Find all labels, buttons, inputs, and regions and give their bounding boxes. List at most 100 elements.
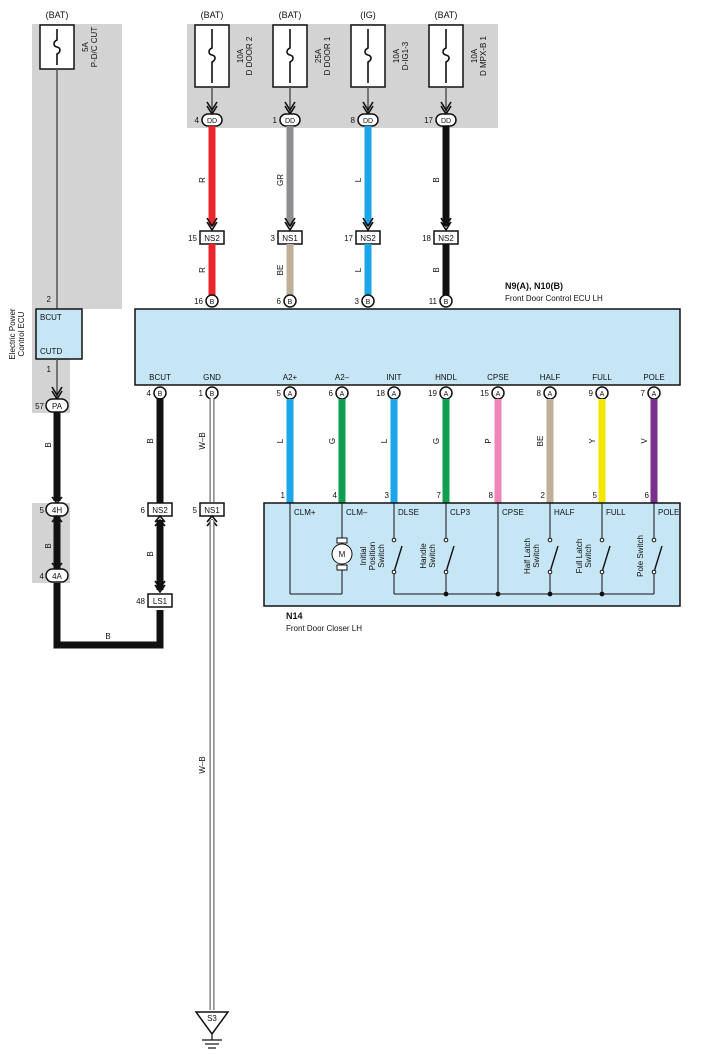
power-ecu-name-1: Electric Power (8, 308, 17, 359)
switch-0-contact-bottom (391, 569, 397, 575)
fuse-0-source: (BAT) (201, 10, 224, 20)
power-ecu-name-2: Control ECU (17, 311, 26, 356)
upper-wire-2-code: L (354, 177, 363, 182)
ecu-pin-7-number: 8 (537, 389, 542, 398)
ecu-pin-9-label: POLE (643, 373, 664, 382)
fuse-3-connector-label: DD (441, 118, 451, 125)
bcut-code-1: B (146, 438, 155, 443)
bus-junction-2 (547, 591, 553, 597)
closer-pin-1-label: CLM– (346, 508, 368, 517)
ecu-pin-7-label: HALF (540, 373, 561, 382)
ecu-pin-1-number: 1 (199, 389, 204, 398)
ecu-pin-8-label: FULL (592, 373, 612, 382)
pa-connector-label: PA (52, 402, 63, 411)
ecu-pin-0-number: 4 (147, 389, 152, 398)
ecu-top-3-conn: B (444, 299, 449, 306)
left-fuse-rating: 5A (81, 41, 90, 51)
fuse-3-arrow (440, 101, 452, 112)
upper-wire-2-lower-code: L (354, 267, 363, 272)
closer-pin-5-number: 2 (541, 491, 546, 500)
ecu-code: N9(A), N10(B) (505, 281, 563, 291)
ecu-pin-4-number: 18 (376, 389, 385, 398)
ecu-pin-2-label: A2+ (283, 373, 298, 382)
closer-pin-4-number: 8 (489, 491, 494, 500)
half-latch-switch-label-1: Half Latch (523, 538, 532, 574)
fuse-0-connector-label: DD (207, 118, 217, 125)
ecu-top-0-pin: 16 (194, 297, 203, 306)
ecu-top-2-connector (361, 294, 375, 308)
ecu-top-1-conn: B (288, 299, 293, 306)
left-chain-code-2: B (44, 543, 53, 548)
switch-2-icon (549, 545, 559, 573)
ecu-pin-1-conn: B (210, 391, 215, 398)
initial-switch-label-3: Switch (377, 544, 386, 568)
ecu-name: Front Door Control ECU LH (505, 294, 603, 303)
ecu-pin-6-conn: A (496, 391, 501, 398)
full-latch-switch-label-2: Switch (584, 544, 593, 568)
bcut-arrow-3 (154, 580, 166, 590)
closer-name: Front Door Closer LH (286, 624, 362, 633)
power-ecu-box (35, 308, 83, 360)
closer-wire-5-code: BE (536, 436, 545, 447)
ls1-label: LS1 (153, 597, 168, 606)
ecu-pin-0-label: BCUT (149, 373, 171, 382)
fuse-block-left-zone (32, 24, 122, 309)
bus-junction-3 (599, 591, 605, 597)
closer-pin-7-number: 6 (645, 491, 650, 500)
power-ecu-bcut-label: BCUT (40, 313, 62, 322)
bus-junction-1 (495, 591, 501, 597)
4h-connector-label: 4H (52, 506, 62, 515)
closer-pin-3-number: 7 (437, 491, 442, 500)
4h-connector-pin: 5 (40, 506, 45, 515)
ecu-pin-4-label: INIT (386, 373, 401, 382)
left-fuse-name: P-D/C CUT (90, 27, 99, 68)
half-latch-switch-label-2: Switch (532, 544, 541, 568)
ground-triangle (194, 1011, 230, 1036)
junction-3-label: NS2 (438, 234, 454, 243)
junction-0-label: NS2 (204, 234, 220, 243)
switch-4-contact-bottom (651, 569, 657, 575)
upper-wire-0-code: R (198, 177, 207, 183)
handle-switch-label-2: Switch (428, 544, 437, 568)
fuse-1-icon (286, 29, 294, 83)
switch-3-icon (601, 545, 611, 573)
power-ecu-bottom-pin: 1 (47, 365, 52, 374)
junction-2-arrow-b (362, 221, 374, 232)
fuse-1-connector-pin: 1 (273, 116, 278, 125)
closer-pin-2-label: DLSE (398, 508, 419, 517)
ecu-pin-5-conn: A (444, 391, 449, 398)
gnd-ns1-label: NS1 (204, 506, 220, 515)
ecu-top-1-pin: 6 (277, 297, 282, 306)
ecu-top-3-connector (439, 294, 453, 308)
pa-connector (45, 398, 69, 413)
junction-3-arrow-b (440, 221, 452, 232)
ecu-pin-1-label: GND (203, 373, 221, 382)
motor-brush-bottom (336, 564, 348, 571)
upper-wire-1-code: GR (276, 174, 285, 186)
fuse-3-name: D MPX-B 1 (479, 35, 488, 76)
fuse-3-connector-pin: 17 (424, 116, 433, 125)
4a-connector-label: 4A (52, 572, 62, 581)
junction-1-pin: 3 (271, 234, 276, 243)
switch-1-contact-top (443, 537, 449, 543)
motor-icon (331, 543, 353, 565)
closer-pin-3-label: CLP3 (450, 508, 471, 517)
bus-junction-0 (443, 591, 449, 597)
fuse-2-arrow (362, 101, 374, 112)
fuse-2-name: D-IG1-3 (401, 41, 410, 70)
upper-wire-0-lower-code: R (198, 267, 207, 273)
full-latch-switch-label-1: Full Latch (575, 539, 584, 574)
closer-pin-1-number: 4 (333, 491, 338, 500)
bcut-ns2-label: NS2 (152, 506, 168, 515)
closer-pin-0-label: CLM+ (294, 508, 316, 517)
ecu-pin-0-conn: B (158, 391, 163, 398)
closer-wire-1-code: G (328, 438, 337, 444)
gnd-ns1-pin: 5 (193, 506, 198, 515)
closer-pin-4-label: CPSE (502, 508, 524, 517)
gnd-arrow (206, 514, 218, 523)
closer-wire-4-code: P (484, 438, 493, 443)
junction-0-arrow (206, 217, 218, 228)
ecu-pin-3-conn: A (340, 391, 345, 398)
closer-wire-2-code: L (380, 438, 389, 443)
